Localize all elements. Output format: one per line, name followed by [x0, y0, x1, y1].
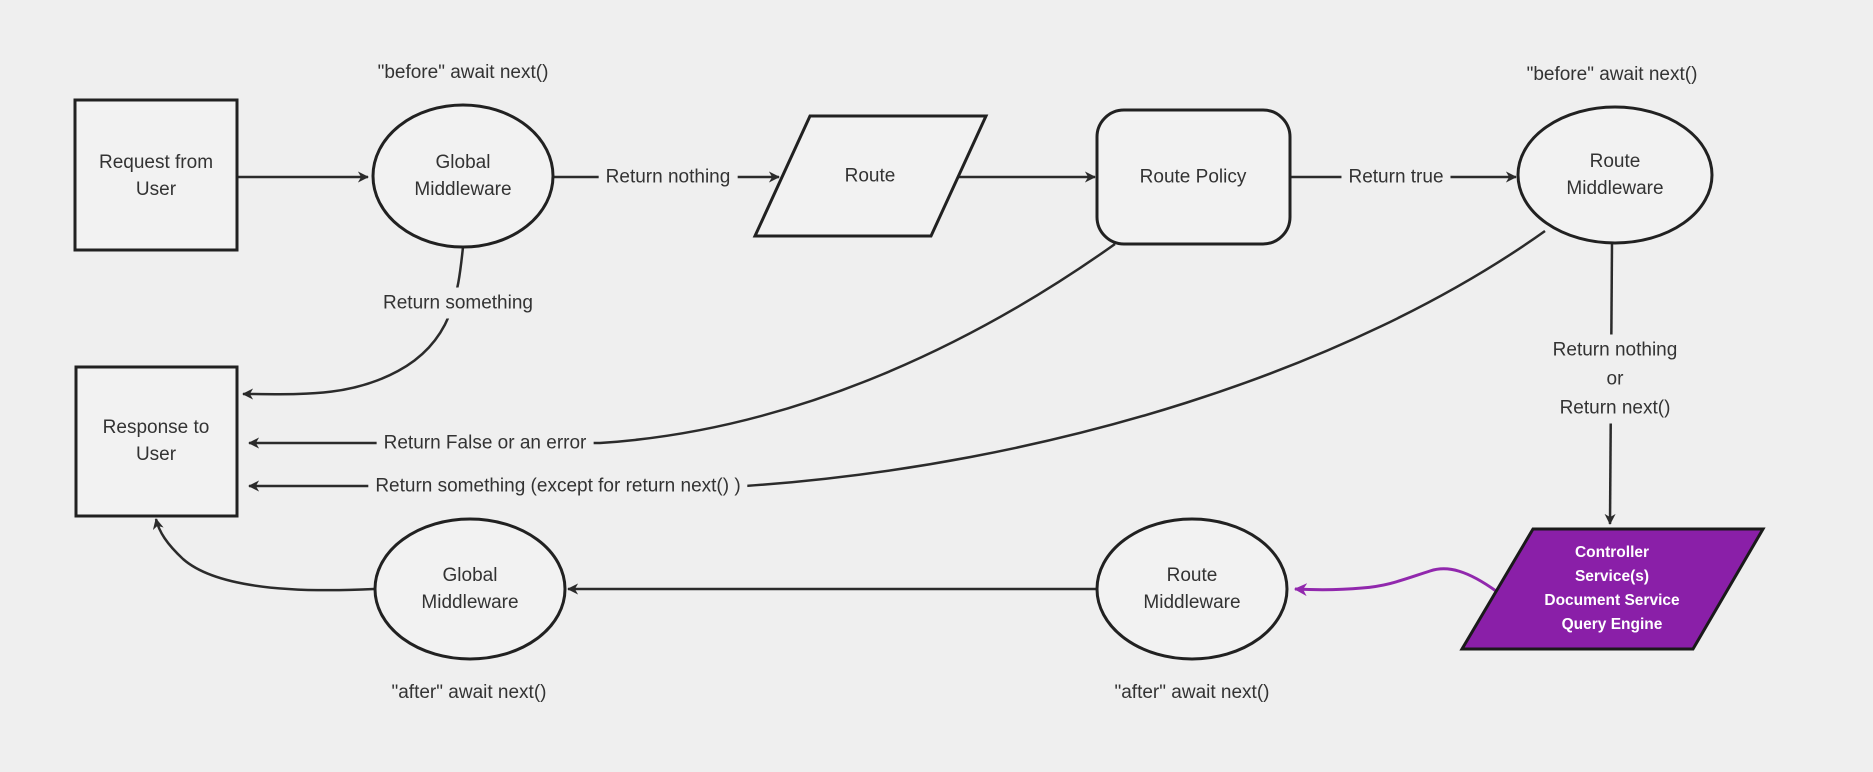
edge-label-return-true: Return true [1341, 161, 1451, 193]
before-await-annotation-global: "before" await next() [377, 62, 549, 83]
route-middleware-top-label: Route Middleware [1566, 151, 1664, 199]
edge-label-return-false: Return False or an error [376, 427, 594, 459]
response-box-shape [74, 365, 239, 518]
route-policy-label: Route Policy [1139, 166, 1247, 188]
route-middleware-bottom-shape [1095, 517, 1289, 661]
response-box-label: Response to User [102, 417, 210, 465]
global-middleware-top-shape [371, 103, 555, 249]
edge-global-middleware-bottom-to-response [152, 518, 375, 592]
edge-label-return-something-except: Return something (except for return next… [368, 470, 748, 502]
edge-label-return-something: Return something [376, 287, 540, 319]
edge-label-return-branch: Return nothing or Return next() [1545, 334, 1685, 424]
route-parallelogram-shape [752, 114, 989, 238]
controller-parallelogram-shape [1459, 527, 1766, 651]
route-middleware-top-shape [1516, 105, 1714, 245]
edge-global-middleware-to-response [242, 246, 465, 400]
edge-controller-to-route-middleware-bottom [1293, 567, 1497, 597]
global-middleware-bottom-shape [373, 517, 567, 661]
after-await-annotation-route: "after" await next() [1114, 682, 1270, 703]
global-middleware-bottom-label: Global Middleware [421, 565, 519, 613]
edge-route-policy-to-response [248, 242, 1116, 449]
global-middleware-top-label: Global Middleware [414, 152, 512, 200]
controller-label: Controller Service(s) Document Service Q… [1544, 544, 1680, 633]
route-label: Route [844, 165, 896, 187]
route-middleware-bottom-label: Route Middleware [1143, 565, 1241, 613]
before-await-annotation-route: "before" await next() [1526, 64, 1698, 85]
route-policy-shape [1095, 108, 1292, 246]
request-box-shape [73, 98, 239, 252]
after-await-annotation-global: "after" await next() [391, 682, 547, 703]
edge-label-return-nothing: Return nothing [598, 161, 738, 193]
request-box-label: Request from User [98, 152, 214, 200]
edge-route-middleware-to-response [248, 229, 1546, 492]
